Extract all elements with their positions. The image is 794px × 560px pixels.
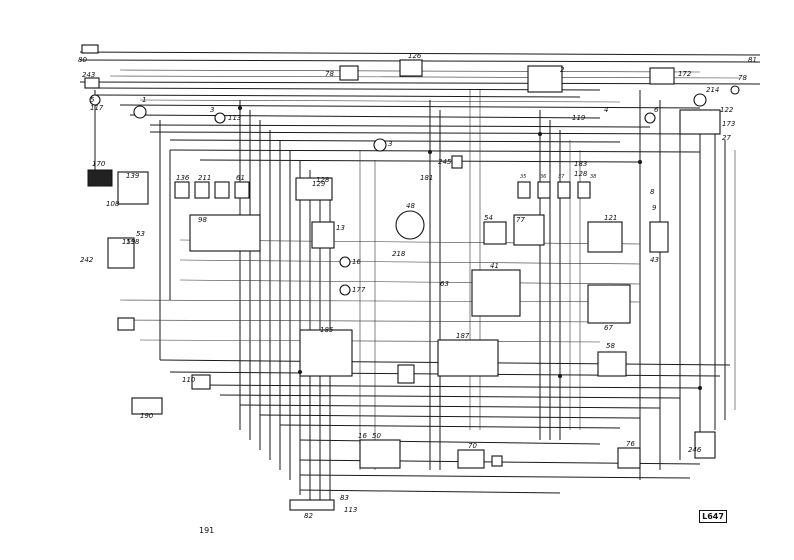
label-27: 27 xyxy=(722,134,731,142)
label-128: 128 xyxy=(574,170,588,178)
label-242: 242 xyxy=(80,256,94,264)
label-121: 121 xyxy=(604,214,617,222)
label-128b: 128 xyxy=(316,176,330,184)
label-2: 2 xyxy=(560,66,565,74)
label-78: 78 xyxy=(325,70,334,78)
label-113b: 113 xyxy=(344,506,357,514)
label-139: 139 xyxy=(126,172,140,180)
label-81: 81 xyxy=(748,56,757,64)
label-53: 53 xyxy=(136,230,145,238)
label-77: 77 xyxy=(516,216,525,224)
label-3b: 3 xyxy=(210,106,214,114)
label-63: 63 xyxy=(440,280,449,288)
label-50: 50 xyxy=(372,432,381,440)
component-group xyxy=(81,44,740,511)
label-214: 214 xyxy=(706,86,719,94)
page-number: 191 xyxy=(199,526,215,535)
label-82: 82 xyxy=(304,512,313,520)
label-110: 110 xyxy=(182,376,196,384)
label-16b: 16 xyxy=(358,432,367,440)
label-170: 170 xyxy=(92,160,106,168)
label-173: 173 xyxy=(722,120,735,128)
label-76: 76 xyxy=(626,440,635,448)
component-labels: 80 243 5 117 1 113 78 126 3 2 172 81 214… xyxy=(78,52,757,520)
label-126: 126 xyxy=(408,52,422,60)
label-54: 54 xyxy=(484,214,493,222)
label-108: 108 xyxy=(106,200,120,208)
label-245: 245 xyxy=(438,158,452,166)
label-13: 13 xyxy=(336,224,345,232)
label-78b: 78 xyxy=(738,74,747,82)
label-70: 70 xyxy=(468,442,477,450)
label-187: 187 xyxy=(456,332,470,340)
reference-code-box: L647 xyxy=(699,510,727,523)
label-9: 9 xyxy=(652,204,657,212)
label-129: 129 xyxy=(312,180,326,188)
label-211: 211 xyxy=(198,174,211,182)
label-8: 8 xyxy=(650,188,655,196)
label-218: 218 xyxy=(392,250,406,258)
label-122: 122 xyxy=(720,106,734,114)
label-117: 117 xyxy=(90,104,104,112)
label-136: 136 xyxy=(176,174,190,182)
label-6: 6 xyxy=(654,106,659,114)
label-246: 246 xyxy=(688,446,702,454)
label-48: 48 xyxy=(406,202,415,210)
label-43: 43 xyxy=(650,256,659,264)
label-5: 5 xyxy=(90,96,95,104)
label-177: 177 xyxy=(352,286,366,294)
label-37: 37 xyxy=(558,174,565,180)
label-98: 98 xyxy=(198,216,207,224)
label-119: 119 xyxy=(572,114,586,122)
label-185: 185 xyxy=(320,326,334,334)
label-83: 83 xyxy=(340,494,349,502)
label-61: 61 xyxy=(236,174,245,182)
label-3: 3 xyxy=(388,140,392,148)
label-113: 113 xyxy=(228,114,241,122)
label-58: 58 xyxy=(606,342,615,350)
label-38: 38 xyxy=(590,174,596,180)
label-67: 67 xyxy=(604,324,613,332)
label-243: 243 xyxy=(82,71,95,79)
label-158: 158 xyxy=(126,238,140,246)
label-36: 36 xyxy=(540,174,546,180)
label-35: 35 xyxy=(520,174,526,180)
label-172: 172 xyxy=(678,70,692,78)
label-80: 80 xyxy=(78,56,87,64)
label-4: 4 xyxy=(604,106,608,114)
label-1: 1 xyxy=(142,96,146,104)
junction-dots xyxy=(238,106,702,390)
label-159: 159 xyxy=(122,238,136,246)
label-190: 190 xyxy=(140,412,154,420)
label-41: 41 xyxy=(490,262,499,270)
label-181: 181 xyxy=(420,174,433,182)
label-183: 183 xyxy=(574,160,587,168)
label-16: 16 xyxy=(352,258,361,266)
